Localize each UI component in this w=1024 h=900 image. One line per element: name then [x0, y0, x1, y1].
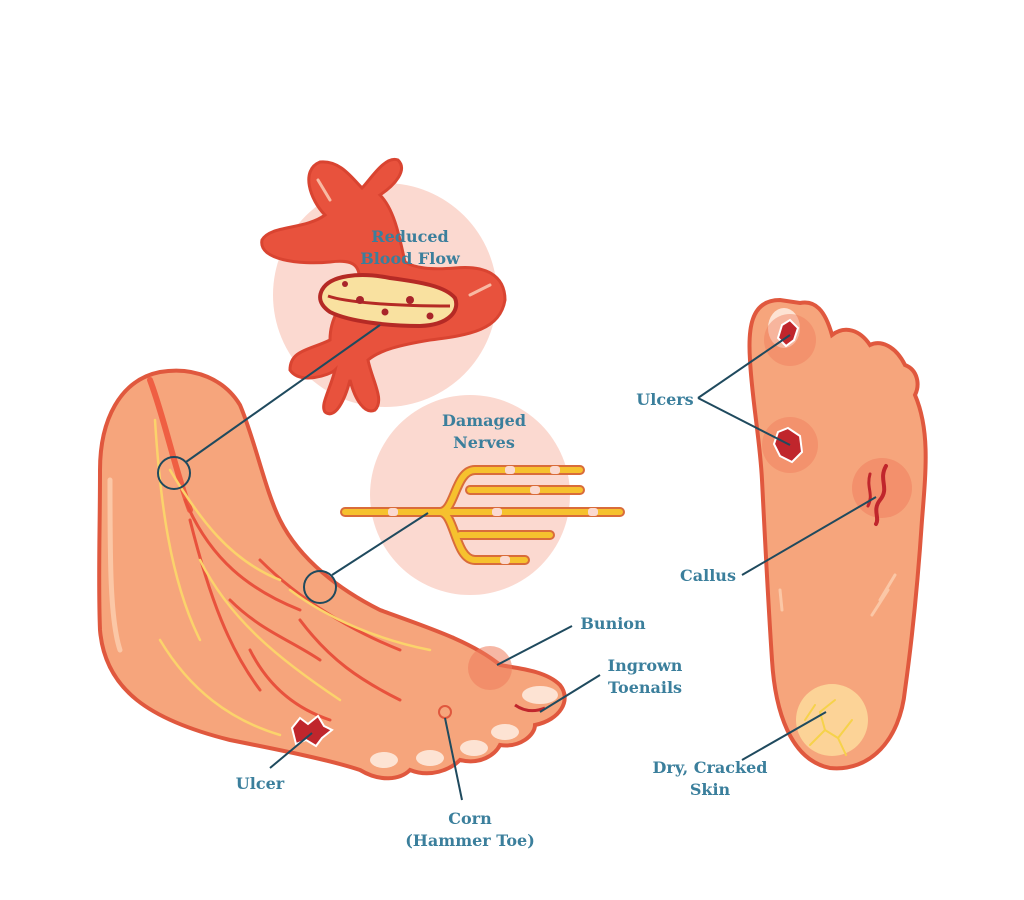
label-damaged-nerves: Damaged Nerves — [441, 411, 527, 452]
label-dry-cracked-skin: Dry, Cracked Skin — [652, 758, 768, 799]
label-ulcers: Ulcers — [636, 390, 694, 409]
label-ingrown-toenails: Ingrown Toenails — [607, 656, 683, 697]
nerve-illustration — [340, 465, 625, 565]
label-corn: Corn (Hammer Toe) — [405, 809, 535, 850]
leader-lines — [185, 324, 877, 801]
side-foot — [97, 368, 567, 781]
label-callus: Callus — [680, 566, 736, 585]
blood-vessel-illustration — [260, 157, 507, 416]
label-bunion: Bunion — [580, 614, 646, 633]
sole-foot — [747, 297, 928, 771]
label-ulcer: Ulcer — [235, 774, 285, 793]
label-reduced-blood-flow: Reduced Blood Flow — [360, 227, 460, 268]
